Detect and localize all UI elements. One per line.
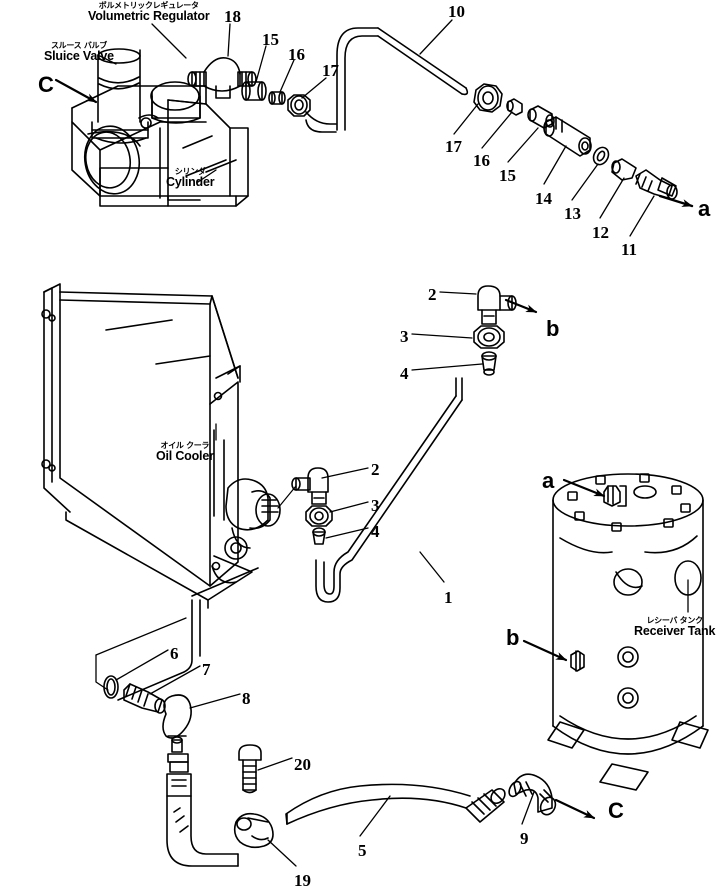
part-callout-8: 8 [242, 689, 251, 708]
part-callout-9: 9 [520, 829, 529, 848]
part-callout-14: 14 [535, 189, 552, 208]
part-callout-10: 10 [448, 2, 465, 21]
part-callout-18: 18 [224, 7, 241, 26]
upper-fittings-b [473, 285, 517, 376]
section-marker-a-regulator: a [698, 196, 711, 221]
part-callout-15-b: 15 [499, 166, 516, 185]
part-callout-2-top: 2 [428, 285, 437, 304]
section-marker-a-tank-top: a [542, 468, 555, 493]
component-label-volumetric-regulator: ボルメトリックレギュレータ Volumetric Regulator [88, 1, 210, 24]
label-jp: オイル クーラ [160, 441, 210, 450]
bolt-20 [238, 744, 262, 794]
cooler-fittings-mid [291, 467, 333, 545]
label-jp: レシーバ タンク [646, 616, 703, 625]
sluice-valve-cylinder-body [71, 48, 249, 207]
part-callout-19: 19 [294, 871, 311, 889]
exploded-fittings-top-left [187, 56, 337, 133]
part-callout-13: 13 [564, 204, 581, 223]
label-jp: スルース バルブ [50, 41, 107, 50]
section-marker-c-hose: C [608, 798, 624, 823]
part-callout-3-top: 3 [400, 327, 409, 346]
exploded-fittings-top-right [473, 83, 678, 200]
part-callout-7: 7 [202, 660, 211, 679]
part-callout-12: 12 [592, 223, 609, 242]
oil-cooler-body [41, 283, 281, 609]
pipe-10 [336, 27, 469, 131]
component-label-sluice-valve: スルース バルブ Sluice Valve [44, 41, 114, 64]
part-callout-11: 11 [621, 240, 638, 259]
component-label-oil-cooler: オイル クーラ Oil Cooler [156, 441, 214, 464]
part-callout-4-top: 4 [400, 364, 409, 383]
label-en: Oil Cooler [156, 449, 214, 464]
component-label-cylinder: シリンダ Cylinder [166, 167, 215, 190]
label-en: Cylinder [166, 175, 215, 190]
label-en: Sluice Valve [44, 49, 114, 64]
label-jp: ボルメトリックレギュレータ [98, 1, 199, 10]
hose-5 [285, 783, 506, 825]
exploded-fittings-bottom-left [103, 675, 192, 739]
hose-clamp-19 [233, 812, 274, 849]
part-callout-15-a: 15 [262, 30, 279, 49]
part-callout-16-a: 16 [288, 45, 305, 64]
section-marker-b-tank-side: b [506, 625, 520, 650]
part-callout-17-a: 17 [322, 61, 339, 80]
part-callout-2-mid: 2 [371, 460, 380, 479]
label-jp: シリンダ [174, 167, 206, 176]
part-callout-3-mid: 3 [371, 496, 380, 515]
receiver-tank [547, 473, 709, 791]
label-en: Receiver Tank [634, 624, 716, 639]
part-callout-17-b: 17 [445, 137, 462, 156]
component-label-receiver-tank: レシーバ タンク Receiver Tank [634, 616, 716, 639]
section-marker-b-upper: b [546, 316, 560, 341]
part-callout-20: 20 [294, 755, 311, 774]
lower-hose-assembly [166, 736, 239, 867]
label-en: Volumetric Regulator [88, 9, 210, 24]
cooler-drain-line [117, 599, 201, 701]
part-callout-6: 6 [170, 644, 179, 663]
part-callout-4-mid: 4 [371, 522, 380, 541]
part-callout-5: 5 [358, 841, 367, 860]
pipe-1 [315, 377, 463, 603]
elbow-9 [508, 773, 557, 816]
leader-lines [54, 19, 689, 867]
section-marker-c-sluice: C [38, 72, 54, 97]
part-callout-16-b: 16 [473, 151, 490, 170]
part-callout-1: 1 [444, 588, 453, 607]
